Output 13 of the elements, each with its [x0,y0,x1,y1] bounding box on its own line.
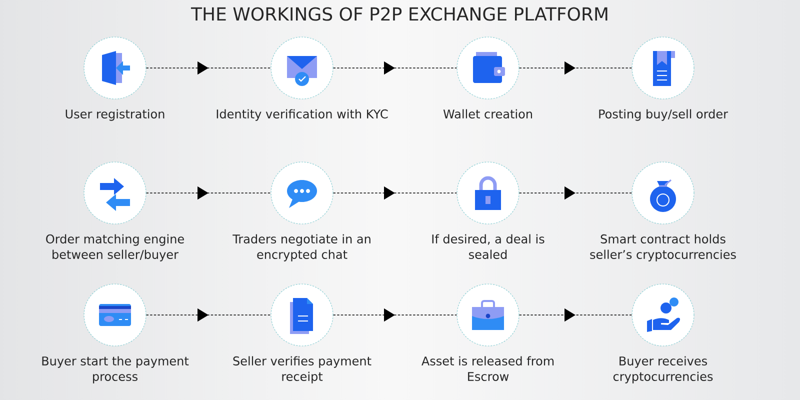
step-label: If desired, a deal is sealed [432,234,544,259]
step-label: Order matching engine between seller/buyer [46,234,184,262]
step-label: Smart contract holds seller’s cryptocurrencies [590,234,736,262]
step-label: Identity verification with KYC [216,109,388,121]
step-label: Posting buy/sell order [599,109,728,121]
step-label: Asset is released from Escrow [422,356,554,381]
title: THE WORKINGS OF P2P EXCHANGE PLATFORM [190,7,608,21]
step-label: Seller verifies payment receipt [233,356,372,384]
step-label: Buyer start the payment process [42,356,189,384]
step-label: Buyer receives cryptocurrencies [613,356,713,384]
step-label: Traders negotiate in an encrypted chat [232,234,370,262]
step-label: Wallet creation [443,109,532,118]
step-label: User registration [66,109,164,121]
